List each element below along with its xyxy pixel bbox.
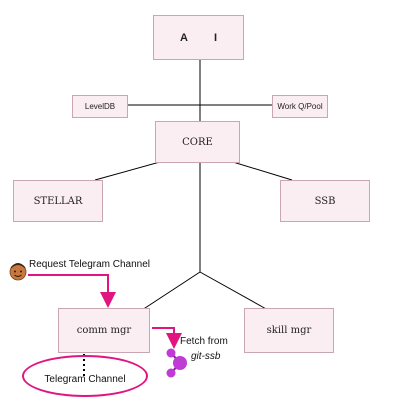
ai-node-letter-i: I bbox=[213, 31, 217, 44]
edge-trunk-comm bbox=[141, 271, 201, 311]
ai-node: A I bbox=[153, 15, 244, 60]
comm-mgr-node: comm mgr bbox=[58, 308, 150, 353]
telegram-channel-node: Telegram Channel bbox=[22, 355, 148, 397]
telegram-channel-label: Telegram Channel bbox=[44, 374, 126, 385]
stellar-label: STELLAR bbox=[33, 195, 83, 207]
edge-trunk-skill bbox=[199, 271, 269, 311]
request-telegram-channel-label: Request Telegram Channel bbox=[29, 259, 151, 270]
git-ssb-label: git-ssb bbox=[191, 351, 221, 362]
comm-mgr-label: comm mgr bbox=[76, 325, 132, 336]
ai-node-letter-a: A bbox=[179, 31, 188, 44]
ssb-node: SSB bbox=[280, 180, 370, 222]
person-emoji-icon bbox=[9, 263, 27, 281]
fetch-arrow bbox=[152, 327, 182, 349]
work-pool-label: Work Q/Pool bbox=[277, 102, 323, 111]
skill-mgr-node: skill mgr bbox=[244, 308, 334, 353]
leveldb-node: LevelDB bbox=[72, 95, 128, 118]
stellar-node: STELLAR bbox=[13, 180, 103, 222]
ssb-label: SSB bbox=[314, 195, 336, 207]
core-node: CORE bbox=[155, 121, 240, 163]
leveldb-label: LevelDB bbox=[84, 102, 116, 111]
fetch-from-label: Fetch from bbox=[180, 336, 228, 347]
core-label: CORE bbox=[182, 136, 213, 148]
git-ssb-logo-icon bbox=[166, 348, 187, 378]
request-arrow bbox=[28, 274, 116, 308]
work-pool-node: Work Q/Pool bbox=[272, 95, 328, 118]
skill-mgr-label: skill mgr bbox=[266, 325, 312, 336]
